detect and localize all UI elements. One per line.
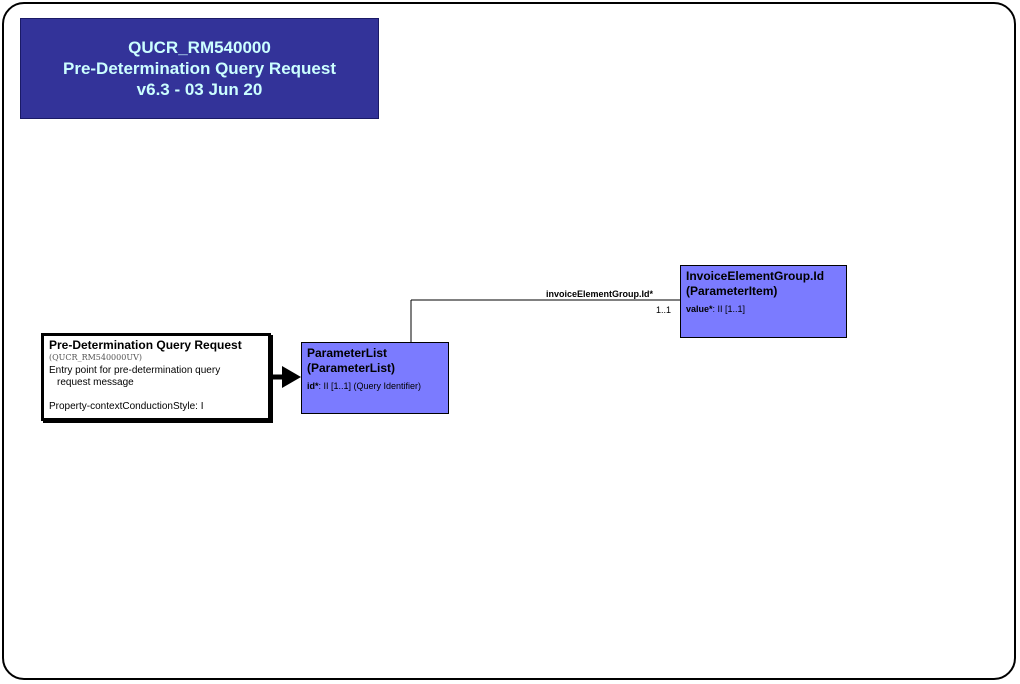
- entry-arrow-head: [282, 366, 301, 388]
- entry-point-code: (QUCR_RM540000UV): [49, 353, 142, 362]
- model-name: Pre-Determination Query Request: [62, 59, 336, 78]
- relationship-cardinality: 1..1: [656, 305, 672, 315]
- model-version: v6.3 - 03 Jun 20: [136, 80, 263, 99]
- relationship-name: invoiceElementGroup.Id*: [546, 289, 654, 299]
- entry-point-title: Pre-Determination Query Request: [49, 338, 242, 352]
- attribute-detail: : II [1..1] (Query Identifier): [318, 381, 422, 391]
- entry-point-property: Property-contextConductionStyle: I: [49, 401, 204, 412]
- entry-point-description: Entry point for pre-determination query: [49, 365, 221, 376]
- attribute-name: id*: [307, 381, 319, 391]
- invoice-element-group-type: (ParameterItem): [686, 284, 778, 298]
- parameter-list-name: ParameterList: [307, 346, 388, 360]
- attribute-name: value*: [686, 304, 713, 314]
- entry-point-description-cont: request message: [57, 377, 134, 388]
- invoice-element-group-attribute: value*: II [1..1]: [686, 303, 841, 315]
- parameter-list-type: (ParameterList): [307, 361, 396, 375]
- parameter-list-attribute: id*: II [1..1] (Query Identifier): [307, 380, 443, 392]
- invoice-element-group-class[interactable]: InvoiceElementGroup.Id (ParameterItem) v…: [680, 265, 847, 338]
- entry-point-box[interactable]: Pre-Determination Query Request (QUCR_RM…: [41, 333, 271, 421]
- parameter-list-class[interactable]: ParameterList (ParameterList) id*: II [1…: [301, 342, 449, 414]
- attribute-detail: : II [1..1]: [712, 304, 746, 314]
- diagram-title-box: QUCR_RM540000 Pre-Determination Query Re…: [20, 18, 379, 119]
- model-id: QUCR_RM540000: [128, 38, 271, 57]
- invoice-element-group-name: InvoiceElementGroup.Id: [686, 269, 825, 283]
